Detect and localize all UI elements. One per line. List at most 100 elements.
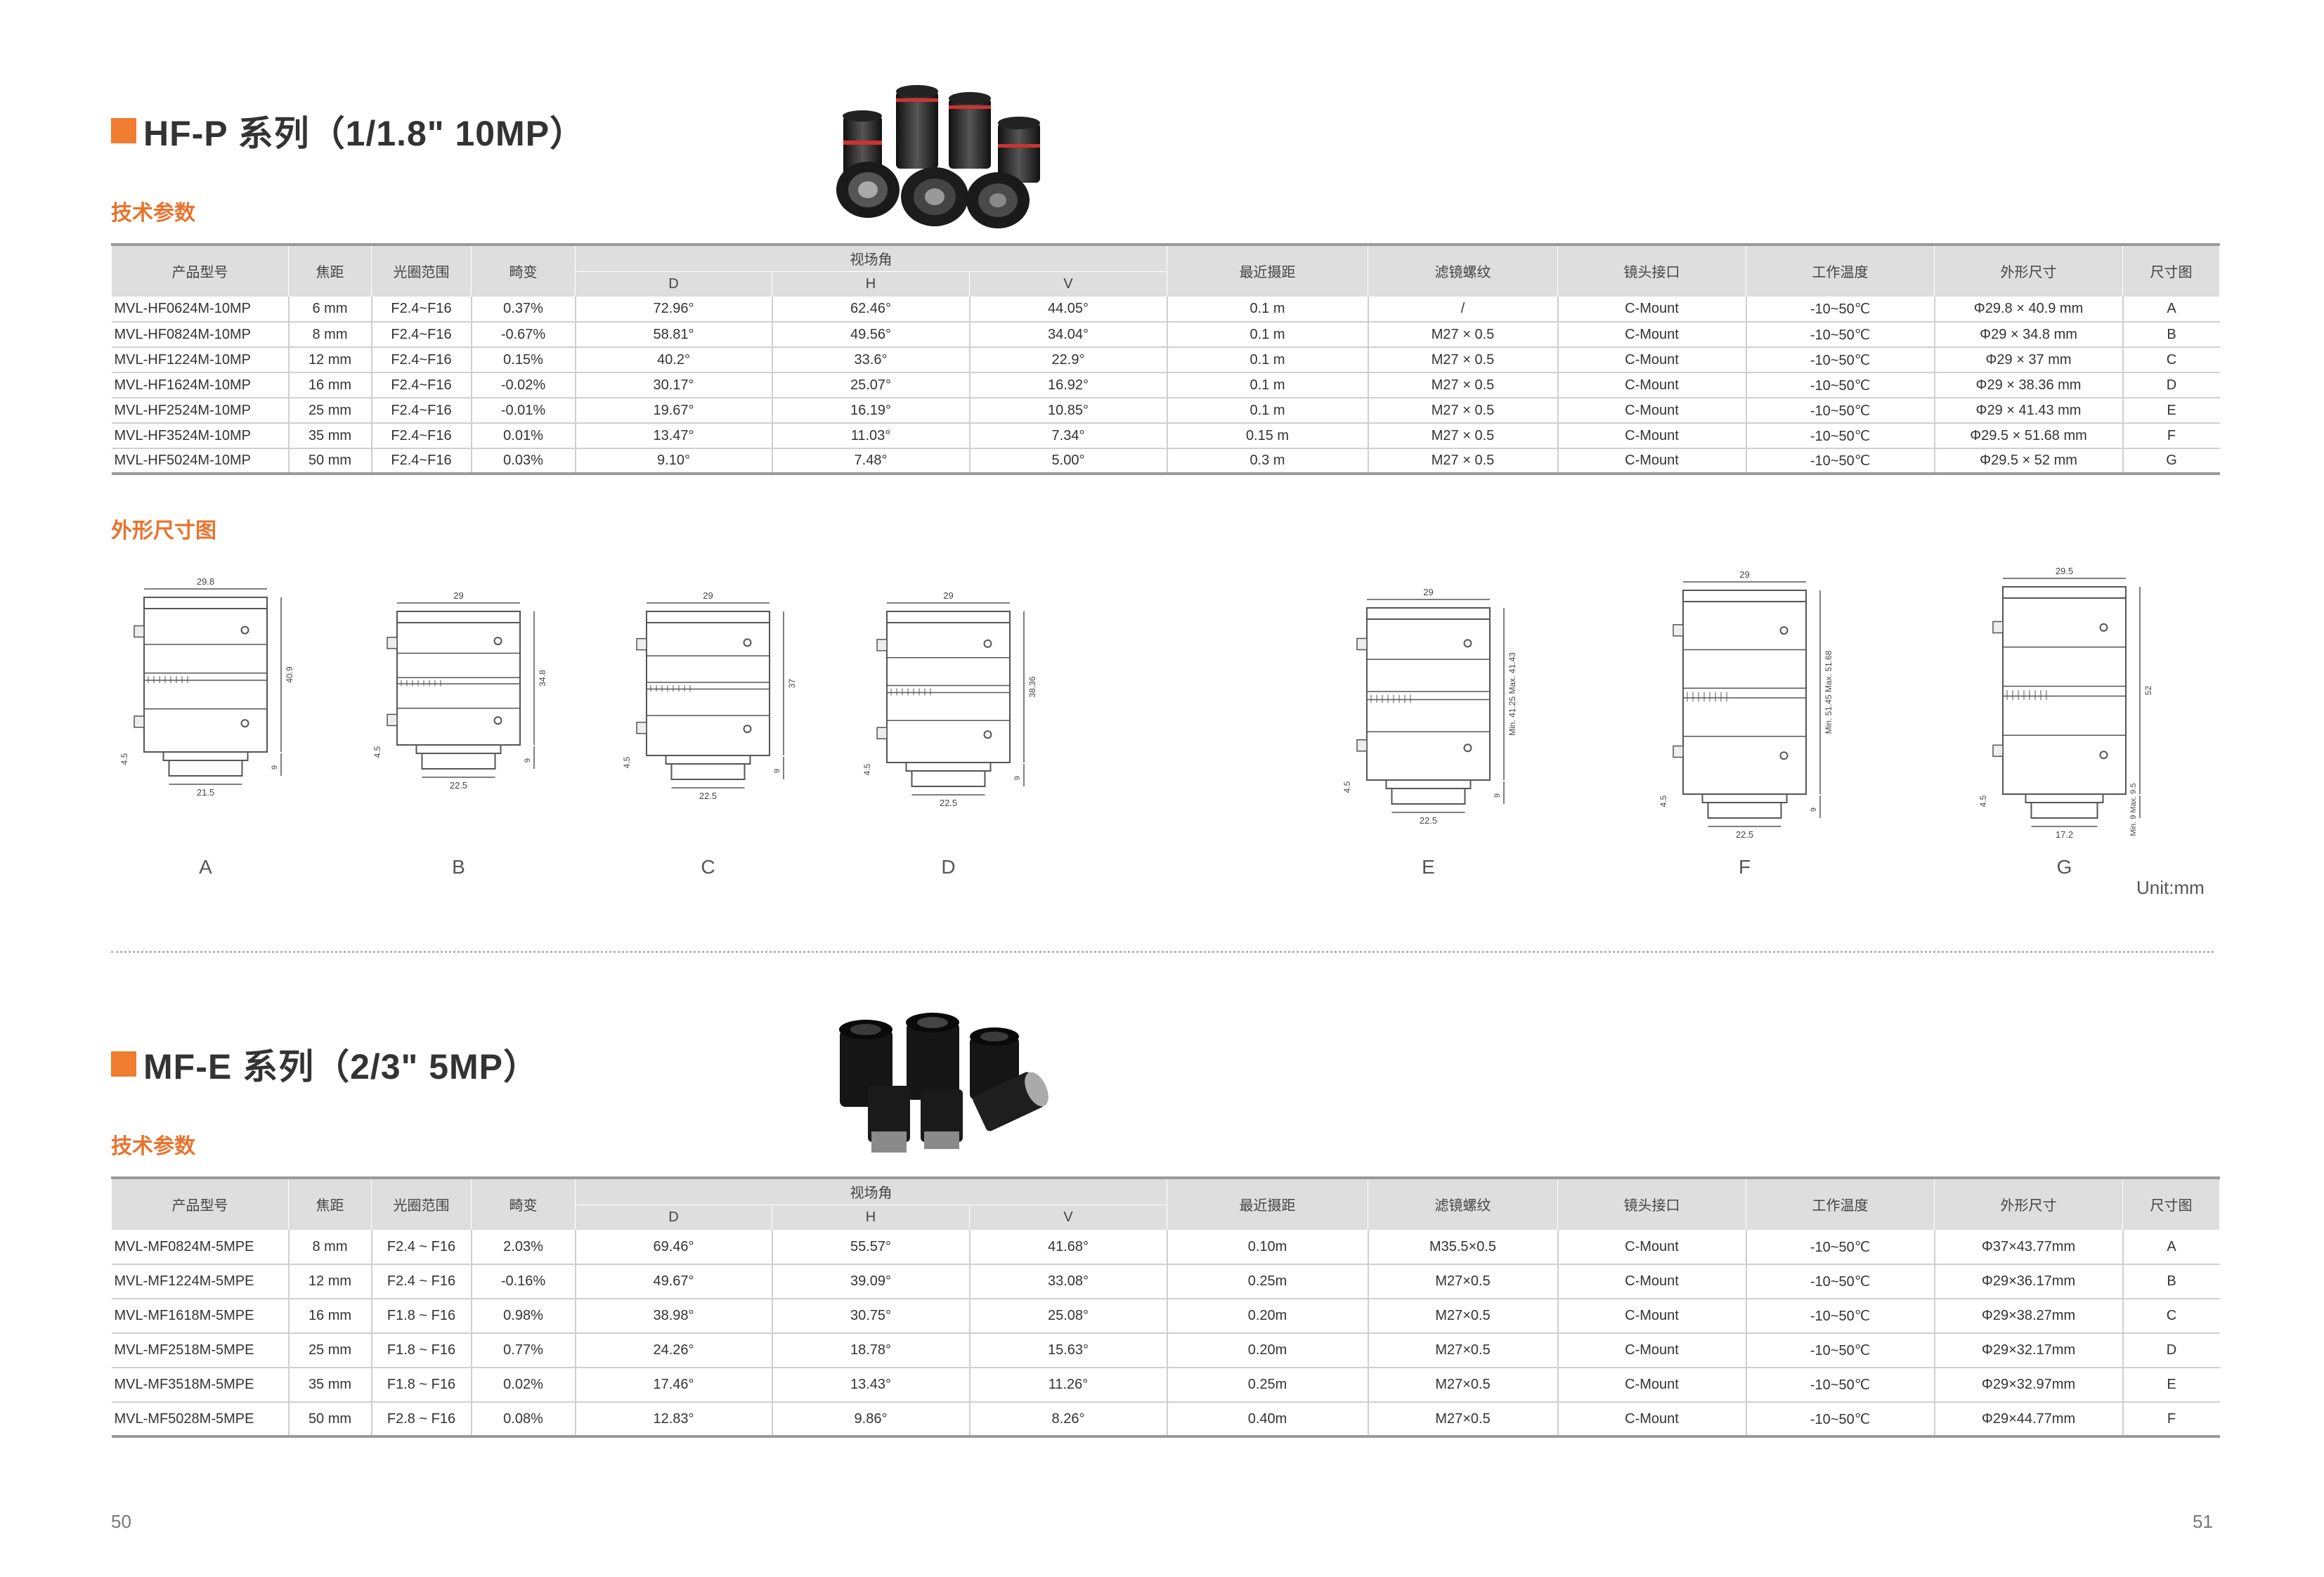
mfe-spec-table: 产品型号 焦距 光圈范围 畸变 视场角 最近摄距 滤镜螺纹 镜头接口 工作温度 … bbox=[111, 1176, 2221, 1438]
table-cell: 0.1 m bbox=[1167, 297, 1369, 323]
col-model: 产品型号 bbox=[111, 1177, 289, 1231]
table-cell: C-Mount bbox=[1557, 1402, 1747, 1437]
dimension-bottom-label: 22.5 bbox=[1736, 829, 1753, 840]
table-cell: 16.19° bbox=[772, 398, 971, 424]
drawing-letter: A bbox=[199, 856, 212, 878]
table-cell: 0.98% bbox=[471, 1299, 576, 1334]
lens-mount-thread bbox=[911, 770, 986, 787]
table-cell: -10~50℃ bbox=[1746, 1333, 1935, 1368]
table-cell: 35 mm bbox=[288, 423, 372, 449]
table-cell: Φ29×36.17mm bbox=[1934, 1264, 2124, 1299]
dimension-left-label: 4.5 bbox=[862, 763, 872, 775]
table-cell: 44.05° bbox=[969, 297, 1168, 323]
table-cell: MVL-MF1618M-5MPE bbox=[111, 1299, 290, 1334]
col-fov: 视场角 bbox=[574, 1177, 1168, 1205]
table-cell: 0.02% bbox=[471, 1368, 576, 1403]
col-fov-d: D bbox=[575, 1204, 772, 1231]
table-cell: F2.4~F16 bbox=[371, 448, 472, 474]
table-cell: 8 mm bbox=[288, 322, 372, 348]
table-cell: 0.25m bbox=[1167, 1264, 1369, 1299]
col-fov-h: H bbox=[772, 271, 970, 297]
col-distortion: 畸变 bbox=[471, 244, 576, 297]
mfe-section-title: MF-E 系列（2/3" 5MP） bbox=[111, 1039, 539, 1089]
drawing-letter: E bbox=[1422, 856, 1435, 878]
dimension-height-label: 34.8 bbox=[538, 670, 547, 687]
table-cell: 16 mm bbox=[288, 1299, 372, 1334]
dimension-left-label: 4.5 bbox=[1658, 795, 1668, 807]
table-cell: 49.67° bbox=[575, 1264, 773, 1299]
col-drawing: 尺寸图 bbox=[2122, 244, 2221, 297]
table-cell: 9.10° bbox=[575, 448, 773, 474]
table-cell: 58.81° bbox=[575, 322, 773, 348]
table-cell: -10~50℃ bbox=[1746, 372, 1935, 398]
table-cell: C-Mount bbox=[1557, 1368, 1747, 1403]
table-cell: 0.1 m bbox=[1167, 398, 1369, 424]
table-cell: E bbox=[2122, 398, 2220, 424]
table-cell: 0.20m bbox=[1167, 1333, 1369, 1368]
lens-mount-thread bbox=[2030, 802, 2098, 819]
lens-front-ring bbox=[886, 611, 1011, 623]
thumbscrew-icon bbox=[387, 713, 398, 727]
table-cell: 16 mm bbox=[288, 372, 372, 398]
table-cell: 0.03% bbox=[471, 448, 576, 474]
dimension-side-label: 9 bbox=[1810, 807, 1818, 812]
table-cell: -10~50℃ bbox=[1746, 1368, 1935, 1403]
table-cell: 0.15 m bbox=[1167, 423, 1369, 449]
hfp-spec-label: 技术参数 bbox=[111, 202, 195, 225]
table-cell: M27×0.5 bbox=[1368, 1264, 1559, 1299]
table-cell: 6 mm bbox=[288, 297, 372, 323]
lens-front-ring bbox=[143, 597, 268, 609]
dimension-bottom-label: 22.5 bbox=[1420, 815, 1437, 826]
col-mod: 最近摄距 bbox=[1167, 1177, 1369, 1231]
table-cell: B bbox=[2122, 1264, 2220, 1299]
table-cell: 0.20m bbox=[1167, 1299, 1369, 1334]
dimension-height-label: 40.9 bbox=[285, 666, 294, 683]
lens-mount-flange bbox=[1385, 779, 1472, 789]
table-cell: F2.4~F16 bbox=[371, 322, 472, 348]
drawing-letter: G bbox=[2056, 856, 2072, 878]
lens-mount-flange bbox=[2025, 793, 2104, 803]
table-cell: -0.16% bbox=[471, 1264, 576, 1299]
mfe-product-photo bbox=[839, 1013, 1049, 1153]
dimension-top-label: 29 bbox=[453, 590, 463, 601]
table-cell: MVL-MF5028M-5MPE bbox=[111, 1402, 290, 1437]
table-cell: 41.68° bbox=[969, 1230, 1168, 1265]
thumbscrew-icon bbox=[636, 722, 647, 734]
table-cell: F2.4~F16 bbox=[371, 398, 472, 424]
thumbscrew-icon bbox=[636, 637, 647, 651]
col-temp: 工作温度 bbox=[1746, 244, 1935, 297]
dimension-top-label: 29 bbox=[943, 590, 953, 601]
table-cell: 2.03% bbox=[471, 1230, 576, 1265]
table-cell: -10~50℃ bbox=[1746, 297, 1935, 323]
col-fov-d: D bbox=[575, 271, 772, 297]
table-cell: -10~50℃ bbox=[1746, 423, 1935, 449]
lens-mount-thread bbox=[670, 763, 746, 780]
table-cell: Φ29.5 × 52 mm bbox=[1934, 448, 2124, 474]
table-cell: 0.40m bbox=[1167, 1402, 1369, 1437]
table-cell: F2.4~F16 bbox=[371, 423, 472, 449]
dimension-height-label: Min. 51.45 Max. 51.68 bbox=[1824, 650, 1833, 734]
table-cell: 40.2° bbox=[575, 347, 773, 373]
table-cell: MVL-HF2524M-10MP bbox=[111, 398, 290, 424]
table-cell: 12.83° bbox=[575, 1402, 773, 1437]
lens-front-ring bbox=[2002, 586, 2127, 599]
table-cell: -10~50℃ bbox=[1746, 448, 1935, 474]
table-cell: Φ29.8 × 40.9 mm bbox=[1934, 297, 2124, 323]
dimension-bottom-label: 21.5 bbox=[197, 787, 214, 798]
table-cell: 38.98° bbox=[575, 1299, 773, 1334]
table-cell: F1.8 ~ F16 bbox=[371, 1333, 472, 1368]
lens-front-ring bbox=[1682, 590, 1807, 602]
table-cell: Φ29.5 × 51.68 mm bbox=[1934, 423, 2124, 449]
table-cell: M27 × 0.5 bbox=[1368, 423, 1559, 449]
table-cell: 55.57° bbox=[772, 1230, 971, 1265]
table-cell: M27×0.5 bbox=[1368, 1368, 1559, 1403]
table-cell: 7.34° bbox=[969, 423, 1168, 449]
table-cell: 22.9° bbox=[969, 347, 1168, 373]
